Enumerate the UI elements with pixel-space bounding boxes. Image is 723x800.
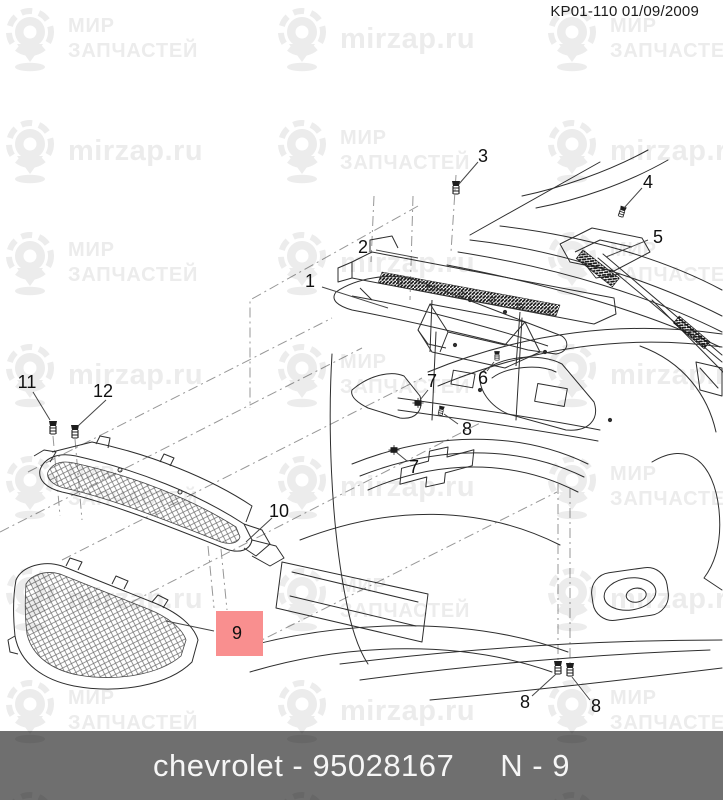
callout-label: 5 (652, 227, 664, 247)
footer-page-ref: N - 9 (500, 747, 570, 783)
callout-label: 1 (304, 271, 316, 291)
callout-label: 8 (461, 419, 473, 439)
callout-label: 6 (477, 368, 489, 388)
callout-label: 11 (17, 372, 37, 392)
callout-label: 4 (642, 172, 654, 192)
exploded-parts-diagram (0, 149, 723, 701)
callout-label: 9 (231, 623, 243, 643)
callout-label: 3 (477, 146, 489, 166)
callout-label: 7 (426, 371, 438, 391)
highlight-box (216, 611, 263, 656)
callout-label: 8 (519, 692, 531, 712)
fastener-glyphs (48, 180, 628, 677)
callout-label: 12 (92, 381, 114, 401)
callout-label: 2 (357, 237, 369, 257)
footer-part-number: chevrolet - 95028167 (153, 747, 455, 783)
callout-label: 10 (268, 501, 290, 521)
footer-bar: chevrolet - 95028167 N - 9 (0, 731, 723, 800)
callout-label: 8 (590, 696, 602, 716)
callout-label: 7 (408, 457, 420, 477)
doc-code-label: KP01-110 01/09/2009 (550, 3, 699, 20)
